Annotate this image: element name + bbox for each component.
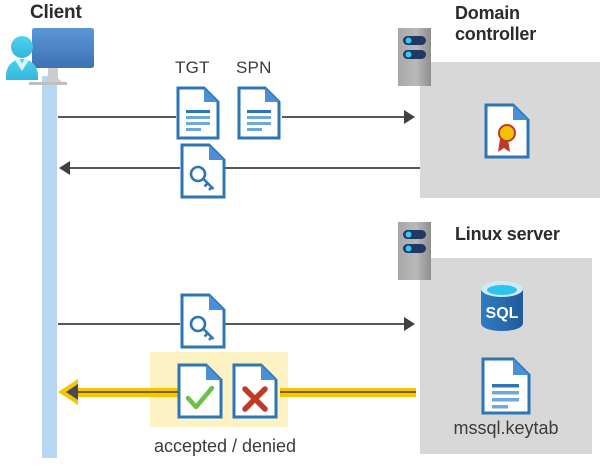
key-document-icon xyxy=(180,293,226,354)
flow-line-present-ticket-left xyxy=(58,323,180,325)
spn-label: SPN xyxy=(236,58,272,77)
client-lifeline xyxy=(42,76,57,458)
flow-line-auth-result-left xyxy=(78,388,180,397)
arrowhead-yellow-to-client xyxy=(66,384,78,400)
flow-line-return-ticket-right xyxy=(225,167,420,169)
flow-line-request-tgt-spn-right xyxy=(282,116,404,118)
arrowhead-right-to-linux-server xyxy=(404,317,415,331)
client-person-computer-icon xyxy=(2,22,98,94)
arrowhead-right-to-domain-controller xyxy=(404,110,415,124)
server-rack-icon xyxy=(398,28,431,86)
flow-line-request-tgt-spn-left xyxy=(58,116,176,118)
linux-server-title: Linux server xyxy=(455,224,560,244)
document-icon xyxy=(237,86,281,145)
svg-text:SQL: SQL xyxy=(486,305,519,322)
arrowhead-left-to-client xyxy=(59,161,70,175)
denied-document-icon xyxy=(232,363,278,424)
server-rack-icon xyxy=(398,222,431,280)
key-document-icon xyxy=(180,143,226,204)
certificate-document-icon xyxy=(484,103,530,164)
accepted-document-icon xyxy=(177,363,223,424)
keytab-document-icon xyxy=(481,357,531,420)
keytab-filename-label: mssql.keytab xyxy=(453,418,559,438)
auth-result-caption: accepted / denied xyxy=(153,436,297,456)
flow-line-auth-result-right xyxy=(280,388,416,397)
domain-controller-title: Domain controller xyxy=(455,3,537,45)
tgt-label: TGT xyxy=(175,58,210,77)
flow-line-present-ticket-right xyxy=(225,323,404,325)
client-title: Client xyxy=(30,2,82,23)
sql-database-icon: SQL xyxy=(478,280,526,332)
document-icon xyxy=(176,86,220,145)
flow-line-return-ticket-left xyxy=(70,167,180,169)
